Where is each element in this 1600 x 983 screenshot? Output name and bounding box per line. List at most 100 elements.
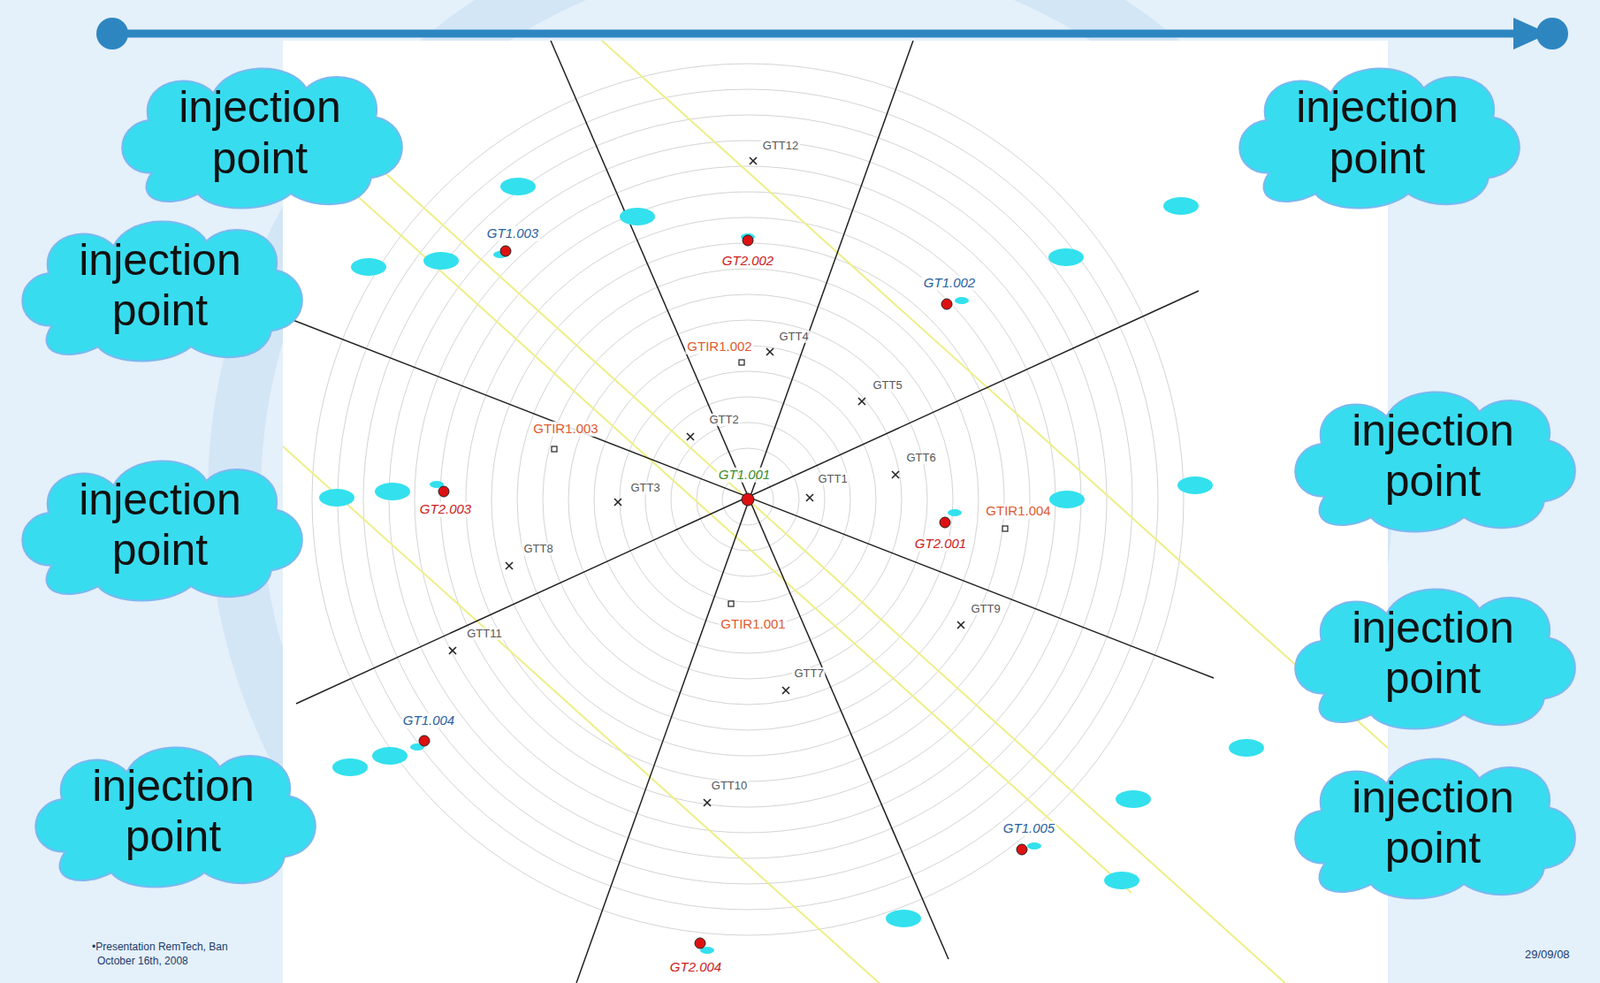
callout-cloud: injection point — [18, 731, 328, 892]
map-circle — [696, 448, 800, 551]
injection-dots — [319, 177, 1265, 954]
map-label: GTT1 — [815, 472, 849, 486]
map-circle — [440, 191, 1056, 808]
map-circle — [619, 371, 877, 628]
map-line — [782, 686, 790, 694]
map-line — [296, 290, 1199, 704]
map-circle — [312, 63, 1184, 936]
sector-lines — [283, 40, 1214, 983]
map-label: GTT11 — [464, 627, 504, 640]
map-ellipse — [619, 207, 656, 226]
cloud-text: injection point — [1308, 405, 1558, 508]
map-label: GTT2 — [707, 413, 740, 427]
map-line — [766, 348, 774, 356]
map-ellipse — [1163, 197, 1199, 215]
map-line — [449, 647, 457, 655]
map-label: GTT3 — [628, 481, 662, 495]
cloud-text: injection point — [1308, 772, 1558, 875]
map-ellipse — [500, 177, 536, 196]
cloud-outline — [35, 746, 316, 887]
map-label: GT2.002 — [720, 253, 776, 269]
cloud-text-wrap: injection point — [1222, 53, 1532, 209]
map-line — [282, 40, 1132, 893]
map-line — [686, 433, 694, 441]
map-ellipse — [332, 758, 368, 777]
cloud-outline — [1239, 68, 1520, 208]
map-line — [449, 647, 457, 655]
map-label: GTT6 — [904, 451, 938, 465]
well-markers — [419, 157, 1028, 949]
map-circle — [363, 114, 1133, 884]
cloud-text: injection point — [1308, 602, 1558, 705]
flow-lines — [282, 40, 1388, 983]
map-line — [891, 471, 900, 479]
map-ellipse — [374, 482, 411, 501]
map-line — [505, 562, 513, 570]
map-circle — [414, 166, 1082, 833]
map-circle — [96, 17, 129, 50]
map-circle — [388, 140, 1107, 859]
cloud-outline — [1295, 588, 1576, 729]
callout-cloud: injection point — [5, 445, 315, 606]
map-label: GTT5 — [870, 379, 904, 392]
distance-rings — [312, 63, 1184, 936]
map-line — [282, 40, 1388, 983]
cloud-text: injection point — [35, 474, 285, 577]
map-line — [550, 40, 949, 960]
map-circle — [694, 937, 706, 949]
map-circle — [465, 217, 1030, 782]
map-label: GTIR1.002 — [685, 339, 754, 355]
map-label: GT1.004 — [401, 713, 457, 729]
map-label: GT2.001 — [913, 536, 968, 552]
map-circle — [1016, 844, 1028, 855]
cloud-outline — [121, 68, 403, 208]
map-label: GTIR1.004 — [983, 503, 1052, 519]
cloud-text-wrap: injection point — [1278, 743, 1588, 900]
map-label: GT1.003 — [485, 226, 541, 242]
map-g — [551, 359, 1008, 607]
map-label: GT2.004 — [668, 960, 724, 976]
map-circle — [742, 235, 754, 246]
map-rect — [739, 359, 745, 366]
map-ellipse — [885, 909, 922, 928]
map-ellipse — [1027, 842, 1042, 850]
map-label: GT1.002 — [921, 275, 977, 291]
map-line — [782, 686, 790, 694]
map-circle — [594, 345, 902, 654]
cloud-text-wrap: injection point — [1278, 573, 1588, 730]
map-ellipse — [947, 509, 962, 517]
callout-cloud: injection point — [1278, 573, 1588, 734]
map-polygon — [1513, 17, 1549, 50]
map-line — [282, 40, 1388, 757]
map-line — [112, 30, 1530, 39]
cloud-text-wrap: injection point — [5, 205, 315, 362]
callout-cloud: injection point — [5, 205, 315, 366]
map-line — [749, 157, 757, 165]
map-line — [957, 621, 965, 629]
cloud-text: injection point — [48, 761, 298, 863]
map-label: 29/09/08 — [1524, 948, 1570, 961]
map-line — [957, 621, 965, 629]
cloud-text-wrap: injection point — [105, 53, 415, 209]
cloud-text-wrap: injection point — [1278, 376, 1588, 533]
map-line — [282, 40, 1212, 983]
map-line — [686, 433, 694, 441]
map-circle — [941, 298, 953, 310]
map-circle — [568, 320, 928, 679]
map-line — [749, 157, 757, 165]
map-circle — [491, 243, 1005, 756]
map-label: GTIR1.001 — [718, 617, 787, 633]
map-circle — [645, 396, 851, 602]
map-ellipse — [350, 258, 387, 276]
callout-cloud: injection point — [1222, 53, 1532, 214]
map-circle — [500, 245, 511, 257]
map-circle — [741, 493, 755, 506]
map-rect — [551, 446, 557, 452]
cloud-text-wrap: injection point — [5, 445, 315, 602]
map-label: GT1.001 — [716, 467, 772, 483]
map-label: GTT7 — [792, 667, 825, 680]
map-line — [703, 799, 711, 807]
map-label: GTT12 — [761, 139, 800, 153]
map-label: •Presentation RemTech, Ban — [91, 941, 229, 953]
map-circle — [939, 517, 951, 528]
